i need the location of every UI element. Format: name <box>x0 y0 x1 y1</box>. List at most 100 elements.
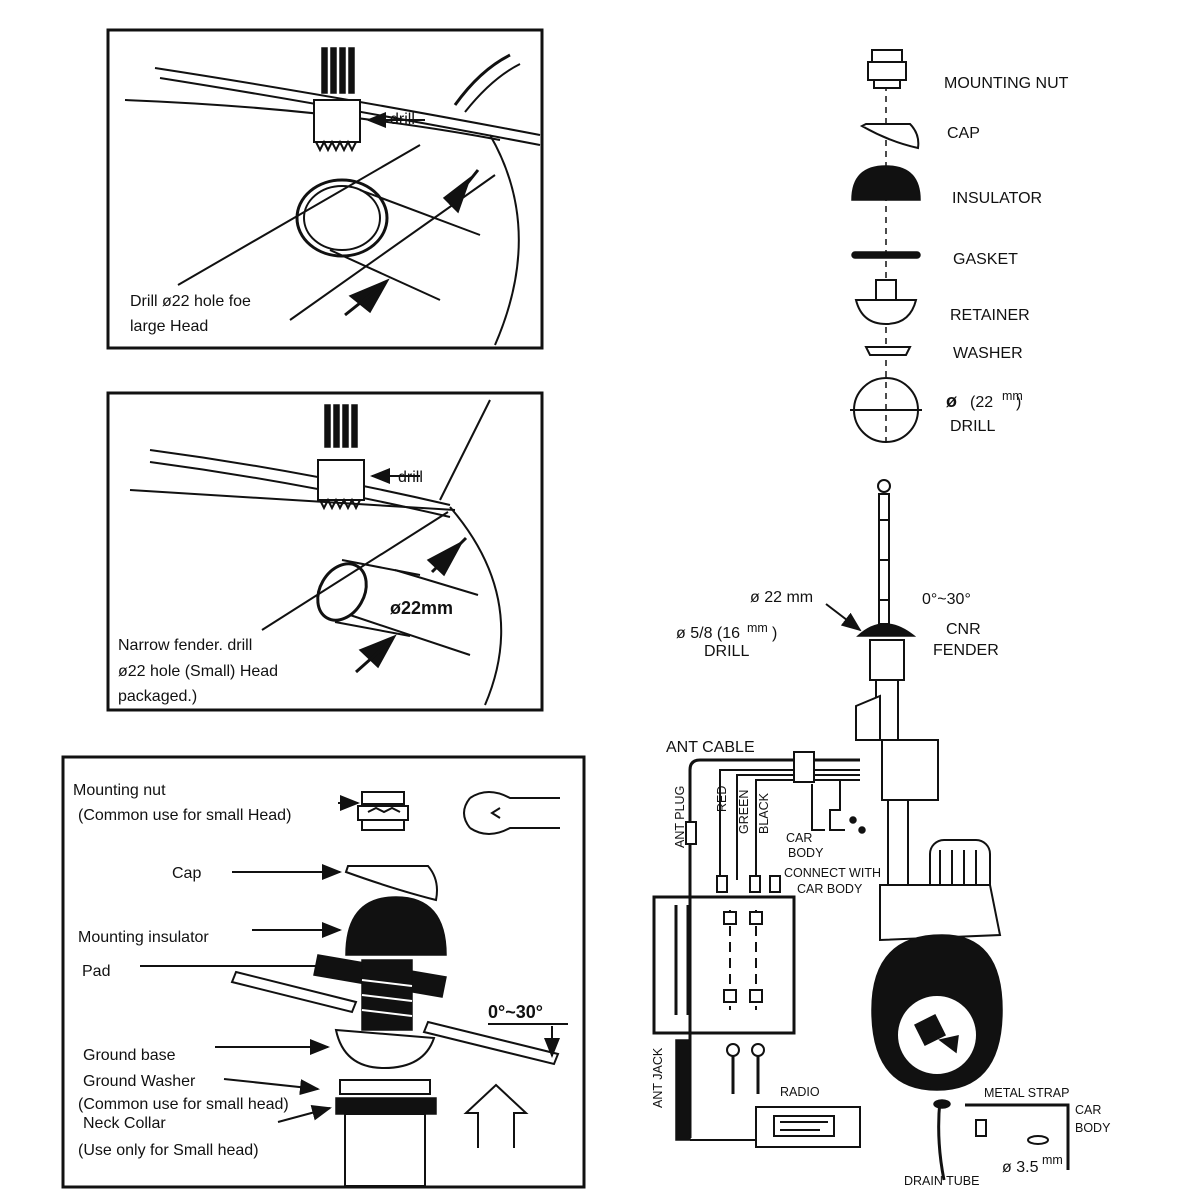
black-label: BLACK <box>757 792 771 834</box>
red-label: RED <box>715 786 729 812</box>
ant-jack-icon <box>675 1039 691 1141</box>
hole-pointer <box>825 603 862 632</box>
ground-base-icon <box>334 1028 436 1070</box>
drill-unit: mm <box>747 621 768 635</box>
motor-shaft <box>887 799 909 891</box>
mounting-nut-icon <box>357 791 409 831</box>
fender-plate <box>422 1020 560 1066</box>
arrow-icon <box>430 536 468 574</box>
ant-jack-label: ANT JACK <box>651 1047 665 1108</box>
drill-hole <box>295 178 389 258</box>
thread-lines <box>361 979 413 1017</box>
screw-icon <box>849 816 857 824</box>
panel-2-frame <box>106 391 544 712</box>
cap-label: Cap <box>172 865 201 882</box>
mount-head-icon <box>856 623 917 637</box>
leader-arrow <box>223 1078 320 1096</box>
gear-housing <box>879 884 1002 942</box>
exploded-parts-list: MOUNTING NUT CAP INSULATOR GASKET RETAIN… <box>850 49 1069 448</box>
connector-icon <box>769 875 781 893</box>
wiring-harness-box <box>652 895 796 1035</box>
ground-strap <box>822 779 845 831</box>
angle-label: 0°~30° <box>488 1002 543 1022</box>
drill-hole-edge <box>341 559 421 576</box>
screw-icon <box>858 826 866 834</box>
guide-line <box>289 174 496 321</box>
ground-washer-label: Ground Washer <box>83 1073 196 1090</box>
drain-tube-end <box>933 1099 951 1109</box>
panel-2-caption-line-2: ø22 hole (Small) Head <box>118 663 278 680</box>
radio-display-lines <box>780 1121 828 1131</box>
panel-small-head-drilling: drill ø22mm Narrow fender. drill ø22 hol… <box>106 391 544 712</box>
fender-label-2: FENDER <box>933 642 999 659</box>
bracket <box>855 694 881 741</box>
connect-label-2: CAR BODY <box>797 882 863 896</box>
jack-to-radio <box>690 1120 761 1141</box>
body-label: BODY <box>1075 1121 1111 1135</box>
panel-1-caption-line-2: large Head <box>130 318 208 335</box>
wrench-icon <box>463 791 560 835</box>
screw-size-label: ø 3.5 <box>1002 1159 1039 1176</box>
radio-label: RADIO <box>780 1085 820 1099</box>
connector-icon <box>716 875 728 893</box>
motor-upper-housing <box>881 739 939 801</box>
hole-symbol: ø <box>946 391 957 411</box>
fender-line <box>154 67 541 136</box>
drill-label: DRILL <box>704 643 749 660</box>
washer-icon <box>864 346 912 356</box>
guide-line <box>394 569 479 596</box>
radio-display <box>773 1115 835 1137</box>
harness-cable <box>674 905 690 1015</box>
wheel-arch <box>464 63 521 113</box>
mounting-nut-label: Mounting nut <box>73 782 166 799</box>
neck-collar-icon <box>335 1097 437 1115</box>
hole-close: ) <box>1016 394 1021 411</box>
retainer-icon <box>854 279 918 326</box>
arrow-icon <box>448 169 480 206</box>
up-arrow-icon <box>463 1083 529 1148</box>
arrow-icon <box>355 638 393 674</box>
ant-cable-label: ANT CABLE <box>666 739 755 756</box>
insulator-icon <box>345 896 447 956</box>
part-gasket: GASKET <box>953 251 1018 268</box>
spool-detail <box>913 1013 959 1054</box>
connector-icon <box>749 875 761 893</box>
guide-line <box>177 144 421 286</box>
leader-arrow <box>277 1104 332 1123</box>
harness-connectors <box>723 911 763 1003</box>
neck-collar-label: Neck Collar <box>83 1115 166 1132</box>
hole-size-label: ø 22 mm <box>750 589 813 606</box>
hole-saw-icon <box>317 404 365 511</box>
ground-base-label: Ground base <box>83 1047 176 1064</box>
drill-hole <box>316 562 368 622</box>
fender-edge <box>129 489 456 511</box>
cap-icon <box>344 865 438 902</box>
angle-label: 0°~30° <box>922 591 971 608</box>
car-body-label-1: CAR <box>786 831 812 845</box>
gasket-icon <box>851 251 921 259</box>
drill-close: ) <box>772 625 777 642</box>
panel-large-head-drilling: drill Drill ø22 hole foe large Head <box>106 28 544 350</box>
hole-size: (22 <box>970 394 993 411</box>
fender-edge <box>489 134 520 346</box>
guide-line <box>329 249 441 301</box>
connect-label-1: CONNECT WITH <box>784 866 881 880</box>
drain-tube-label: DRAIN TUBE <box>904 1174 979 1188</box>
panel-3-frame <box>61 755 586 1189</box>
screw-icon <box>975 1119 987 1137</box>
cap-icon <box>859 123 920 150</box>
pad-label: Pad <box>82 963 110 980</box>
ground-washer-icon <box>339 1079 431 1095</box>
ground-washer-note: (Common use for small head) <box>78 1096 289 1113</box>
insulator-icon <box>851 165 921 201</box>
drill-hole-inner <box>303 185 381 251</box>
panel-small-head-assembly: Mounting nut (Common use for small Head)… <box>61 755 586 1189</box>
antenna-wiring-assembly: ø 22 mm 0°~30° CNR FENDER ø 5/8 (16 mm )… <box>651 479 1111 1188</box>
cable-connector <box>793 751 815 783</box>
ant-plug-icon <box>685 821 697 845</box>
green-wire <box>736 774 860 880</box>
fender-edge <box>124 99 501 141</box>
mast-tip <box>877 479 891 493</box>
fender-edge <box>449 506 503 706</box>
